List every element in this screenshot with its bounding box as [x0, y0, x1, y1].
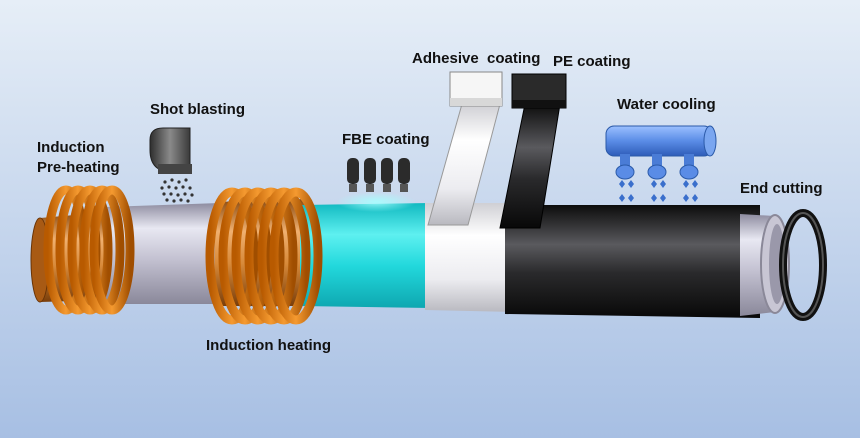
shot-particles: [160, 178, 194, 203]
label-fbe-coating: FBE coating: [342, 131, 430, 148]
fbe-spray-glow: [336, 192, 416, 212]
fbe-nozzles: [347, 158, 410, 192]
pipe-pe-section: [505, 205, 760, 318]
induction-preheating-coil: [43, 185, 135, 315]
label-pe-coating: PE coating: [553, 53, 631, 70]
end-cutting-ring: [779, 209, 827, 321]
water-drops: [619, 180, 698, 202]
adhesive-extruder: [427, 71, 503, 226]
label-induction-heating: Induction heating: [206, 337, 331, 354]
fbe-nozzle: [347, 158, 359, 192]
induction-heating-coil: [205, 187, 323, 325]
pipe-fbe-section: [300, 203, 430, 308]
label-adhesive-coating: Adhesive coating: [412, 50, 541, 67]
label-shot-blasting: Shot blasting: [150, 101, 245, 118]
label-induction-preheating-line1: Induction: [37, 139, 105, 156]
pe-extruder: [499, 73, 567, 229]
label-water-cooling: Water cooling: [617, 96, 716, 113]
pipe-adhesive-section: [425, 203, 515, 312]
pipe-steel-section: [105, 203, 220, 304]
fbe-nozzle: [364, 158, 376, 192]
label-end-cutting: End cutting: [740, 180, 823, 197]
shot-blasting-nozzle: [149, 127, 192, 174]
fbe-nozzle: [398, 158, 410, 192]
fbe-nozzle: [381, 158, 393, 192]
label-induction-preheating-line2: Pre-heating: [37, 159, 120, 176]
water-cooling-manifold: [605, 125, 717, 180]
